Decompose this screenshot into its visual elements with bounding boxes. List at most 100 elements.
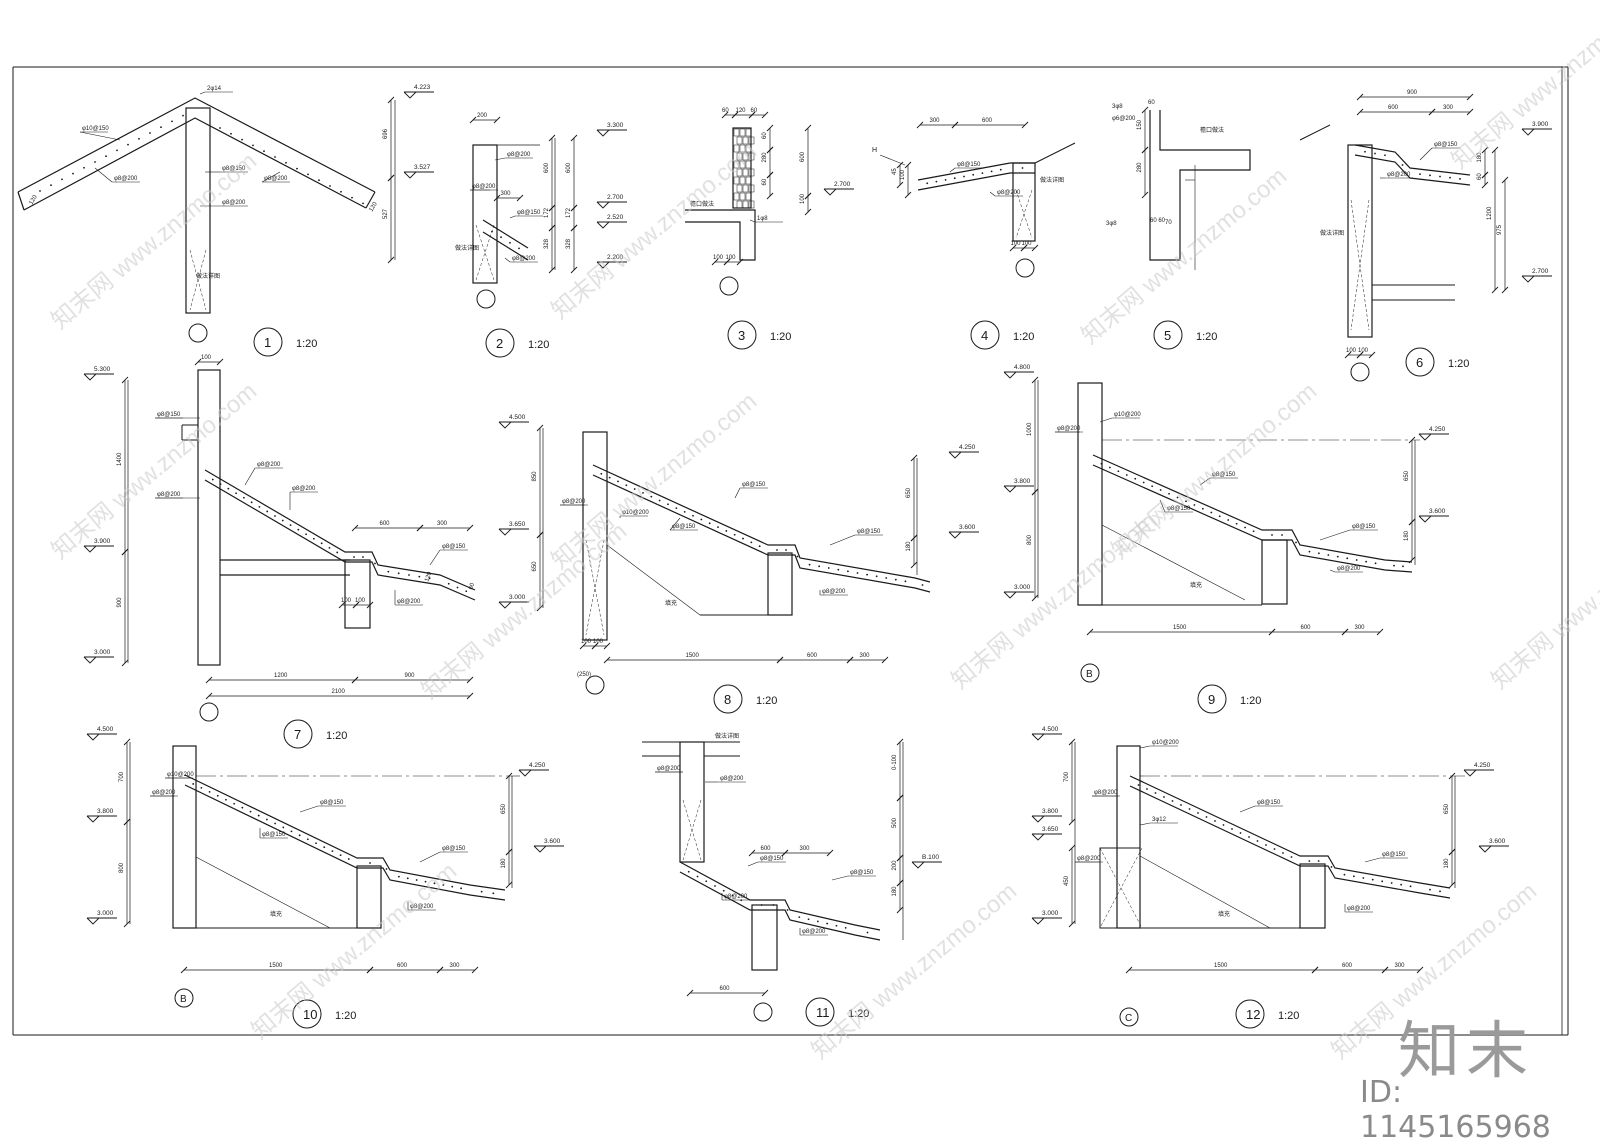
brick (742, 168, 749, 177)
line (1159, 499, 1166, 513)
outline (1003, 485, 1017, 493)
elevation-label: 3.000 (1014, 584, 1031, 591)
rebar-dot (1429, 174, 1431, 177)
detail-number-circle (805, 997, 835, 1027)
rebar-dot (875, 575, 878, 578)
dimension-label: 280 (1137, 162, 1143, 173)
elevation-label: 5.300 (94, 366, 111, 373)
rebar-dot (1355, 559, 1358, 561)
rebar-dot (323, 846, 326, 849)
dimension-label: 328 (544, 238, 550, 249)
dimension-label: 300 (930, 118, 941, 124)
rebar-dot (1117, 470, 1120, 473)
rebar-dot (1218, 515, 1221, 518)
line (351, 676, 359, 684)
line (338, 601, 346, 609)
outline (948, 451, 962, 459)
detail-number-circle (1197, 684, 1227, 714)
rebar-dot (39, 190, 41, 192)
line (121, 548, 129, 556)
line (121, 376, 129, 384)
outline (1031, 815, 1045, 823)
rebar-dot (1401, 164, 1404, 166)
rebar-dot (1374, 152, 1376, 155)
rebar-dot (600, 472, 603, 475)
line (1329, 569, 1336, 573)
dimension-label: 150 (1137, 119, 1143, 130)
detail-number: 12 (1246, 1007, 1260, 1022)
rebar-dot (731, 894, 734, 897)
detail-number: 4 (981, 328, 988, 343)
line (548, 224, 556, 232)
dimension-label: 300 (1395, 963, 1406, 969)
rebar-dot (683, 511, 686, 513)
dimension-label: 650 (532, 561, 538, 572)
line (509, 215, 516, 219)
line (761, 989, 769, 997)
line (436, 966, 444, 974)
rebar-label: φ8@150 (442, 544, 466, 550)
line (1239, 805, 1256, 813)
rebar-dot (257, 814, 260, 817)
note-label: 做法详图 (715, 732, 739, 740)
detail-number: 1 (264, 335, 271, 350)
rebar-label: φ8@200 (292, 486, 316, 492)
rebar-dot (281, 519, 284, 522)
line (766, 124, 774, 132)
line (1416, 966, 1424, 974)
dimension-label: 300 (437, 521, 448, 527)
detail-scale: 1:20 (335, 1010, 356, 1022)
detail-number: 9 (1208, 692, 1215, 707)
rebar-dot (216, 794, 219, 797)
detail-number: 2 (496, 336, 503, 351)
rebar-dot (1185, 500, 1187, 503)
rebar-dot (717, 526, 719, 529)
rebar-dot (1021, 167, 1024, 169)
rebar-dot (387, 570, 390, 573)
rebar-label: φ8@150 (957, 162, 981, 168)
elevation-label: 3.000 (94, 649, 111, 656)
rebar-label: φ8@150 (442, 846, 466, 852)
line (804, 208, 812, 216)
elevation-label: 2.520 (607, 214, 624, 221)
line (1419, 147, 1433, 161)
rebar-label: φ8@200 (657, 766, 681, 772)
rebar-dot (705, 880, 708, 883)
dimension-label: 975 (1497, 224, 1503, 235)
detail-scale: 1:20 (326, 730, 347, 742)
line (1501, 286, 1509, 294)
outline (911, 861, 925, 869)
brick (748, 136, 755, 145)
line (603, 656, 611, 664)
column-section (356, 865, 382, 929)
dimension-label: 200 (892, 860, 898, 871)
rebar-dot (866, 573, 868, 576)
elevation-label: 3.000 (509, 594, 526, 601)
rebar-dot (442, 884, 445, 886)
elevation-label: 3.000 (97, 910, 114, 917)
rebar-dot (296, 167, 298, 170)
dimension-label: 1200 (1487, 206, 1493, 220)
rebar-dot (1393, 564, 1395, 567)
detail-12: C4.5004.2503.8003.6503.6003.000700450650… (1031, 726, 1509, 1029)
note-label: 檐口做法 (690, 200, 714, 208)
line (1015, 189, 1033, 239)
rebar-label: φ6@200 (1112, 116, 1136, 122)
detail-number-circle (485, 328, 515, 358)
brick (748, 152, 755, 161)
line (896, 794, 904, 802)
rebar-dot (306, 838, 309, 841)
line (493, 116, 501, 124)
elevation-label: 2.200 (607, 254, 624, 261)
rebar-dot (1290, 856, 1293, 858)
rebar-dot (397, 572, 400, 575)
rebar-dot (1346, 557, 1349, 560)
rebar-label: φ8@150 (672, 524, 696, 530)
detail-scale: 1:20 (1240, 695, 1261, 707)
rebar-label: φ8@150 (1257, 800, 1281, 806)
line (603, 642, 611, 650)
brick (733, 128, 740, 137)
